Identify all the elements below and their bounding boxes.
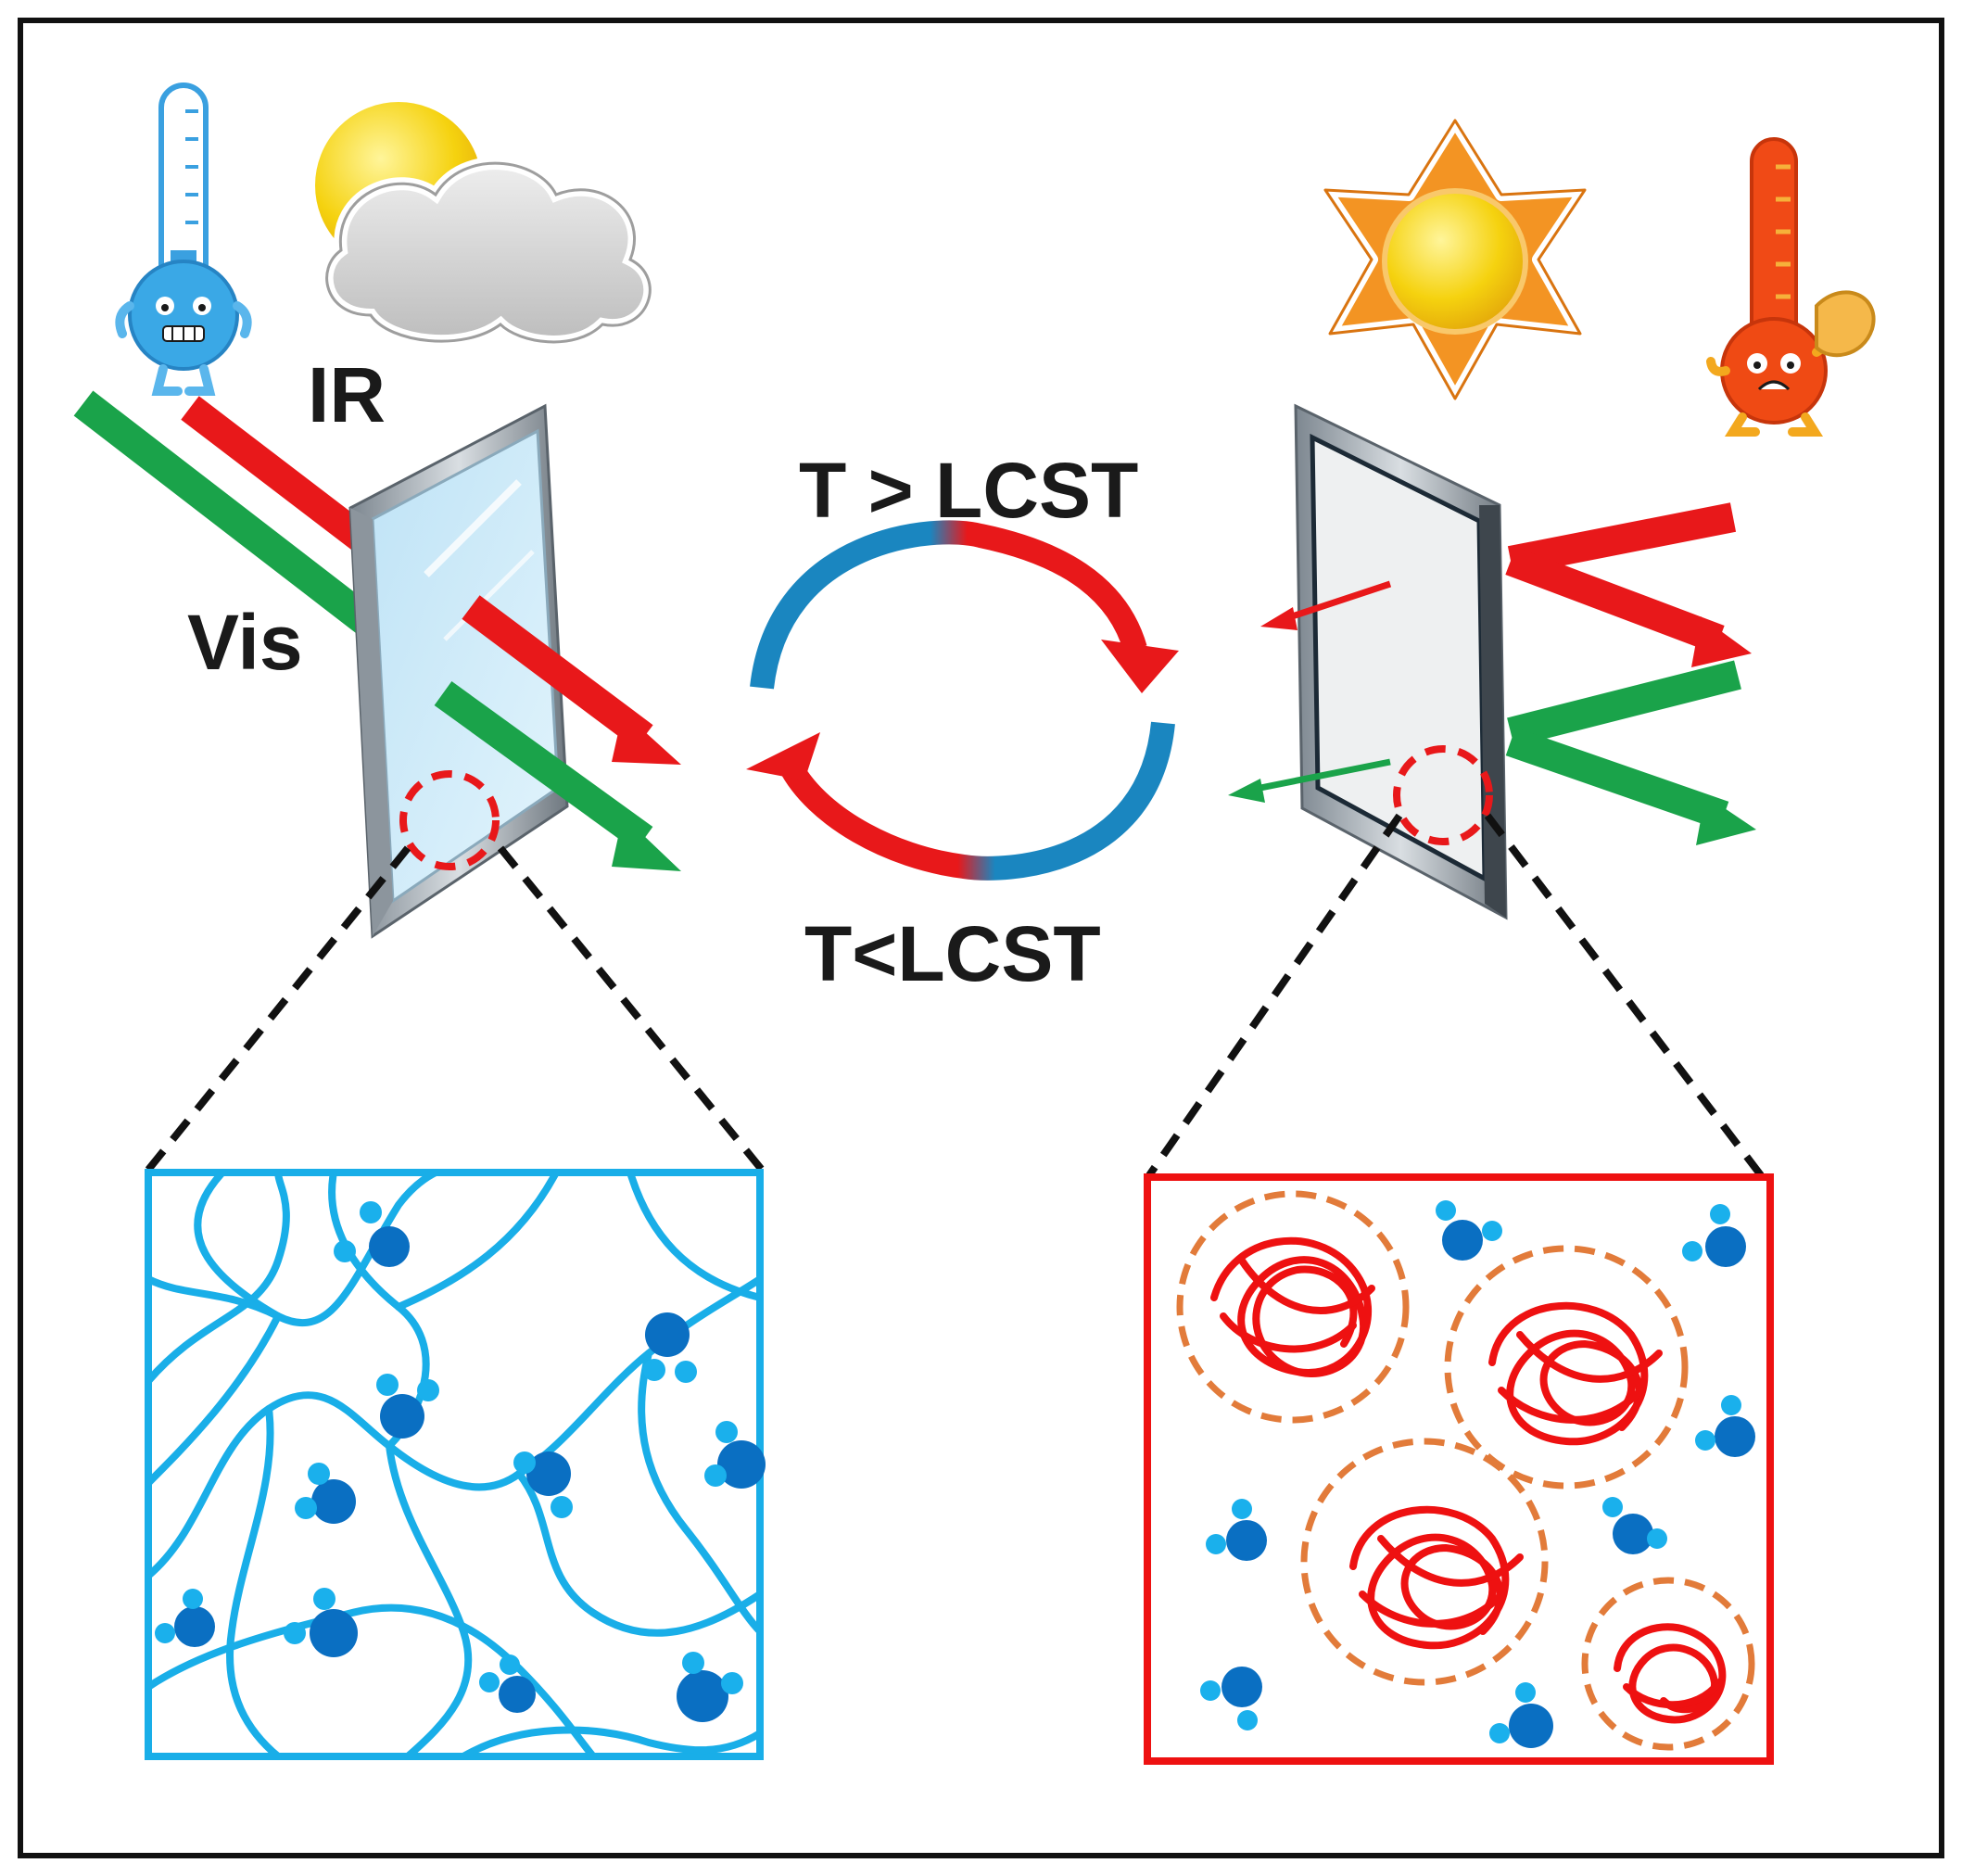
water-molecule bbox=[1489, 1682, 1553, 1748]
water-molecule bbox=[155, 1589, 215, 1647]
incoming-vis-ray-right bbox=[1507, 660, 1741, 747]
heating-label: T > LCST bbox=[799, 447, 1138, 534]
zoom-circle-left bbox=[399, 770, 500, 870]
water-molecule bbox=[334, 1201, 410, 1267]
reflected-vis-ray bbox=[1505, 727, 1756, 845]
water-molecule bbox=[513, 1451, 573, 1518]
water-molecule bbox=[704, 1421, 766, 1489]
water-molecule bbox=[1206, 1499, 1267, 1561]
water-molecule bbox=[1200, 1667, 1262, 1730]
water-molecule bbox=[1602, 1497, 1667, 1554]
reversible-cycle bbox=[746, 520, 1179, 881]
ir-label: IR bbox=[308, 351, 386, 438]
collapsed-chains bbox=[1210, 1236, 1727, 1724]
water-molecule bbox=[1436, 1200, 1502, 1261]
hot-thermometer-icon bbox=[1706, 137, 1876, 437]
cloudy-sun-icon bbox=[304, 91, 657, 349]
water-molecule bbox=[295, 1463, 356, 1524]
sun-icon bbox=[1319, 114, 1591, 405]
water-molecule bbox=[1695, 1395, 1755, 1457]
transmitted-ir-ray bbox=[462, 595, 681, 765]
water-molecule bbox=[677, 1652, 743, 1722]
incoming-ir-ray-right bbox=[1507, 502, 1737, 576]
zoom-lines-left bbox=[145, 845, 766, 1172]
cooling-arrowhead bbox=[746, 732, 820, 780]
heating-arrowhead bbox=[1101, 640, 1179, 693]
hydrated-network-panel bbox=[145, 1169, 764, 1760]
water-molecules-left bbox=[155, 1201, 766, 1722]
reflected-ir-ray bbox=[1505, 547, 1752, 667]
water-molecule bbox=[376, 1374, 439, 1439]
cold-thermometer-icon bbox=[115, 82, 252, 396]
weak-transmitted-vis-ray bbox=[1228, 758, 1391, 803]
cooling-arrow bbox=[778, 721, 1175, 881]
incoming-vis-ray bbox=[73, 390, 376, 634]
vis-label: Vis bbox=[187, 599, 303, 686]
cooling-label: T<LCST bbox=[804, 910, 1101, 997]
water-molecule bbox=[479, 1654, 536, 1713]
transmitted-vis-ray bbox=[434, 681, 681, 871]
water-molecule bbox=[643, 1312, 697, 1383]
globule-halos bbox=[1176, 1190, 1755, 1751]
zoom-lines-right bbox=[1146, 813, 1765, 1178]
collapsed-globules-panel bbox=[1144, 1173, 1774, 1765]
zoom-circle-right bbox=[1393, 745, 1493, 845]
heating-arrow bbox=[750, 520, 1147, 690]
water-molecules-right bbox=[1200, 1200, 1755, 1748]
water-molecule bbox=[1682, 1204, 1746, 1267]
weak-transmitted-ir-ray bbox=[1260, 580, 1392, 630]
incoming-ir-ray bbox=[181, 396, 375, 554]
water-molecule bbox=[284, 1588, 358, 1657]
